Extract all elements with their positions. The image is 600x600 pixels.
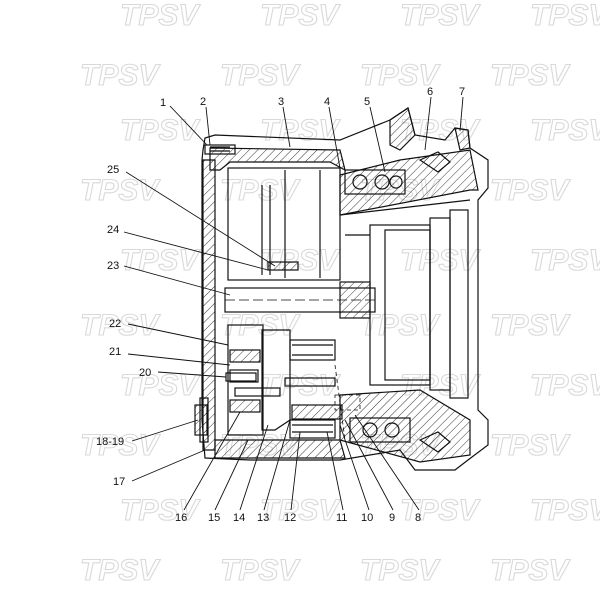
watermark-logo: TPSV [260,244,341,277]
callout-17: 17 [113,476,125,488]
watermark-logo: TPSV [400,494,481,527]
watermark-logo: TPSV [120,114,201,147]
leader-lines [123,96,464,511]
watermark-logo: TPSV [490,429,571,462]
floating-seal-bottom [418,431,451,453]
callout-16: 16 [175,512,187,524]
callout-4: 4 [324,96,330,108]
right-flange [454,127,471,151]
watermark-logo: TPSV [260,494,341,527]
watermark-logo: TPSV [530,0,600,32]
watermark-logo: TPSV [490,309,571,342]
watermark-logo: TPSV [80,309,161,342]
cover-bolt [204,144,236,155]
watermark-logo: TPSV [490,554,571,587]
callout-15: 15 [208,512,220,524]
watermark-logo: TPSV [120,494,201,527]
watermark-logo: TPSV [80,174,161,207]
sun-gear [227,324,264,436]
callout-23: 23 [107,260,119,272]
callout-14: 14 [233,512,245,524]
watermark-logo: TPSV [80,429,161,462]
watermark-logo: TPSV [220,174,301,207]
watermark-logo: TPSV [490,59,571,92]
callout-7: 7 [459,86,465,98]
floating-seal-top [418,151,451,173]
watermark-logo: TPSV [260,0,341,32]
callout-20: 20 [139,367,151,379]
watermark-logo: TPSV [400,0,481,32]
callout-11: 11 [336,512,347,524]
callout-25: 25 [107,164,119,176]
callout-3: 3 [278,96,284,108]
watermark-logo: TPSV [120,0,201,32]
callout-2: 2 [200,96,206,108]
watermark-logo: TPSV [220,59,301,92]
callout-1: 1 [160,97,166,109]
top-flange [389,107,416,151]
watermark-logo: TPSV [530,244,600,277]
callout-24: 24 [107,224,119,236]
callout-8: 8 [415,512,421,524]
callout-10: 10 [361,512,373,524]
watermark-logo: TPSV [490,174,571,207]
callout-9: 9 [389,512,395,524]
watermark-logo: TPSV [220,554,301,587]
watermark-logo: TPSV [360,309,441,342]
drain-plug [194,404,208,436]
callout-5: 5 [364,96,370,108]
housing-top-section [209,147,346,172]
callout-6: 6 [427,86,433,98]
callout-22: 22 [109,318,121,330]
callout-18-19: 18-19 [96,436,124,448]
watermark-logo: TPSV [530,114,600,147]
watermark-logo: TPSV [360,59,441,92]
watermark-logo: TPSV [400,244,481,277]
watermark-logo: TPSV [530,369,600,402]
dashed-bolt-outline [334,394,361,411]
watermark-logo: TPSV [530,494,600,527]
planet-carrier [261,329,291,431]
bearing-top [344,169,406,195]
watermark-logo: TPSV [260,114,341,147]
callout-21: 21 [109,346,121,358]
watermark-logo: TPSV [80,554,161,587]
watermark-layer: TPSV TPSV TPSV TPSV TPSV TPSV TPSV TPSV TPSV TPSV… [79,0,600,588]
ring-gear [227,167,341,281]
final-drive-cross-section [194,107,489,471]
callout-12: 12 [284,512,296,524]
watermark-logo: TPSV [360,554,441,587]
housing-bottom-section [214,439,346,459]
callout-labels: 1 2 3 4 5 6 7 8 9 10 11 12 13 14 15 16 1… [96,86,465,524]
callout-13: 13 [257,512,269,524]
watermark-logo: TPSV [80,59,161,92]
